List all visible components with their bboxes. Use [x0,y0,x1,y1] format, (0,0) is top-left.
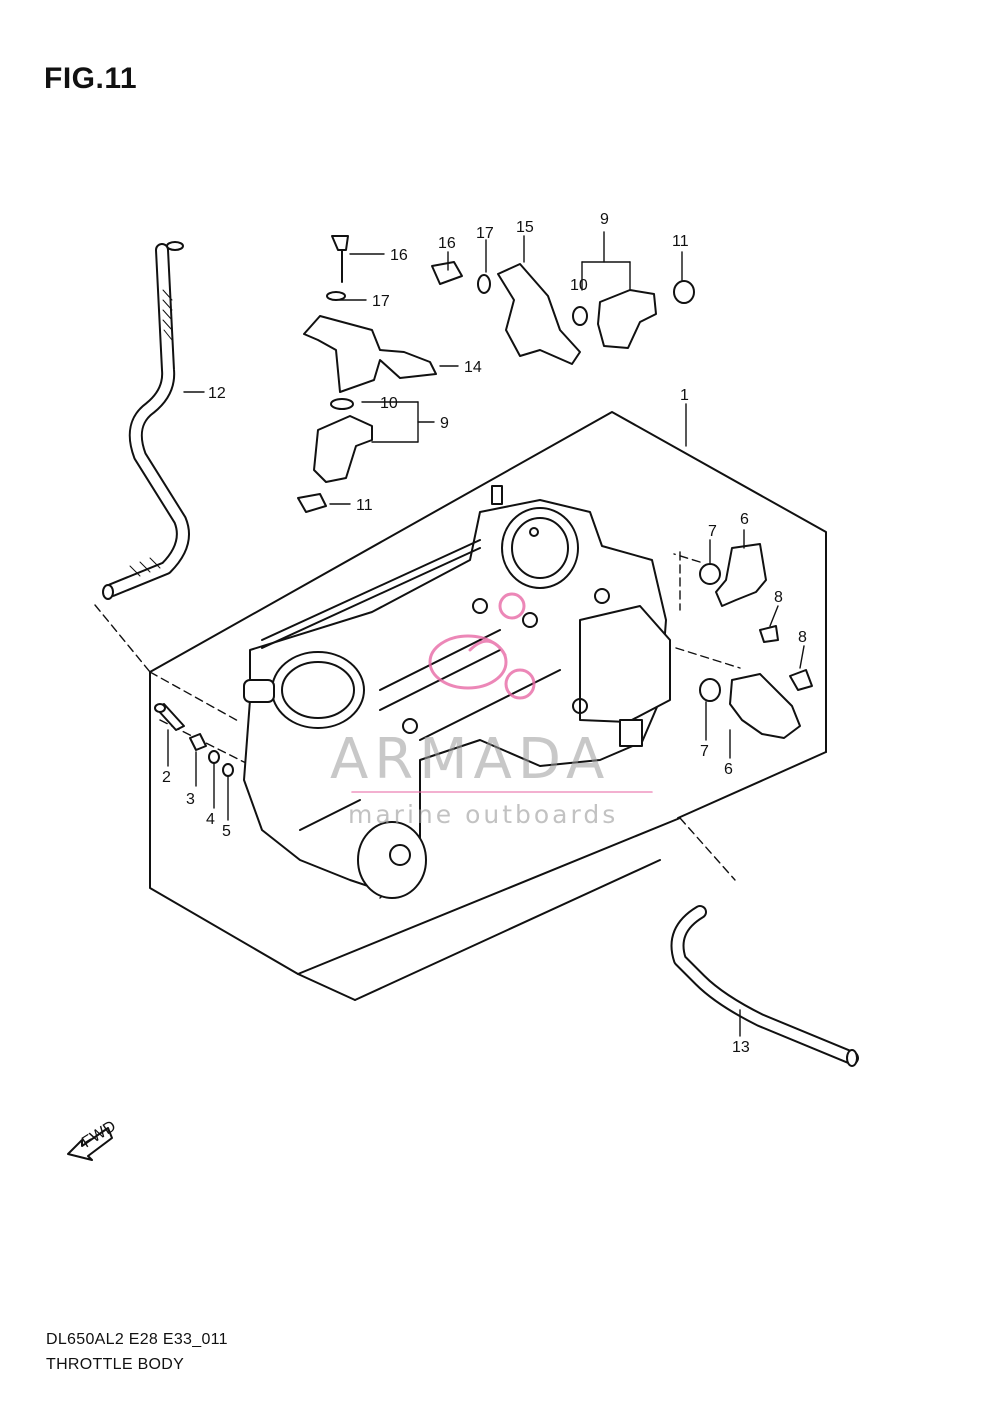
callout-10-left: 10 [380,395,398,412]
callout-13: 13 [732,1039,750,1056]
callout-10-right: 10 [570,277,588,294]
callout-16-left: 16 [390,247,408,264]
leader-lines [167,231,805,1037]
callout-11-right: 11 [672,233,689,250]
armada-logo-icon [428,592,536,700]
callout-8-upper: 8 [774,589,783,606]
fwd-arrow-icon: FWD [67,1118,119,1161]
assembly-outline [149,411,827,1001]
callout-14: 14 [464,359,482,376]
callout-9-right: 9 [600,211,609,228]
footer-section-name: THROTTLE BODY [46,1356,185,1373]
callout-2: 2 [162,769,171,786]
callout-6-upper: 6 [740,511,749,528]
air-screw-set [154,703,234,777]
callout-8-lower: 8 [798,629,807,646]
callout-3: 3 [186,791,195,808]
callout-labels: 1 2 3 4 5 6 6 7 7 8 8 9 9 10 10 11 11 12… [162,211,807,1056]
watermark-tagline: marine outboards [348,800,618,829]
callout-7-upper: 7 [708,523,717,540]
throttle-body-casting [243,485,671,899]
callout-16-right: 16 [438,235,456,252]
fuel-delivery-pipe-right [431,261,695,365]
callout-5: 5 [222,823,231,840]
callout-7-lower: 7 [700,743,709,760]
vacuum-hose-12 [102,241,190,600]
fuel-delivery-pipe-left [297,235,437,513]
footer-model-code: DL650AL2 E28 E33_011 [46,1331,228,1348]
callout-6-lower: 6 [724,761,733,778]
watermark: ARMADA marine outboards [330,592,653,829]
callout-15: 15 [516,219,534,236]
callout-11-left: 11 [356,497,373,514]
sensor-set [699,543,813,739]
callout-12: 12 [208,385,226,402]
callout-4: 4 [206,811,215,828]
figure-title: FIG.11 [44,62,138,95]
callout-17-right: 17 [476,225,494,242]
watermark-brand: ARMADA [330,727,610,792]
callout-17-left: 17 [372,293,390,310]
callout-1: 1 [680,387,689,404]
vacuum-hose-13 [670,905,859,1067]
callout-9-left: 9 [440,415,449,432]
